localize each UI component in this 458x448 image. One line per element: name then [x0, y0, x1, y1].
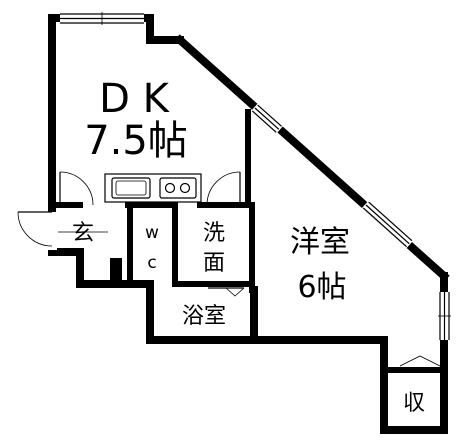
western-room-size: 6帖: [297, 270, 346, 305]
entrance-label: 玄: [72, 221, 94, 246]
windows: [60, 12, 451, 340]
western-room-name: 洋室: [290, 225, 350, 260]
wc-label-top: w: [145, 223, 159, 243]
outer-walls: [48, 14, 450, 434]
kitchen-counter: [104, 173, 202, 203]
dk-room-size: 7.5帖: [84, 118, 188, 164]
washroom-label-bottom: 面: [203, 251, 225, 276]
storage-label: 収: [403, 391, 425, 416]
bathroom-label: 浴室: [182, 304, 226, 329]
dk-room-name: D K: [99, 76, 171, 122]
kitchen-sink: [111, 177, 151, 199]
washroom-label-top: 洗: [203, 221, 225, 246]
wc-label-bottom: c: [147, 253, 156, 273]
gas-stove-icon: [159, 177, 197, 199]
doors: [17, 171, 441, 371]
